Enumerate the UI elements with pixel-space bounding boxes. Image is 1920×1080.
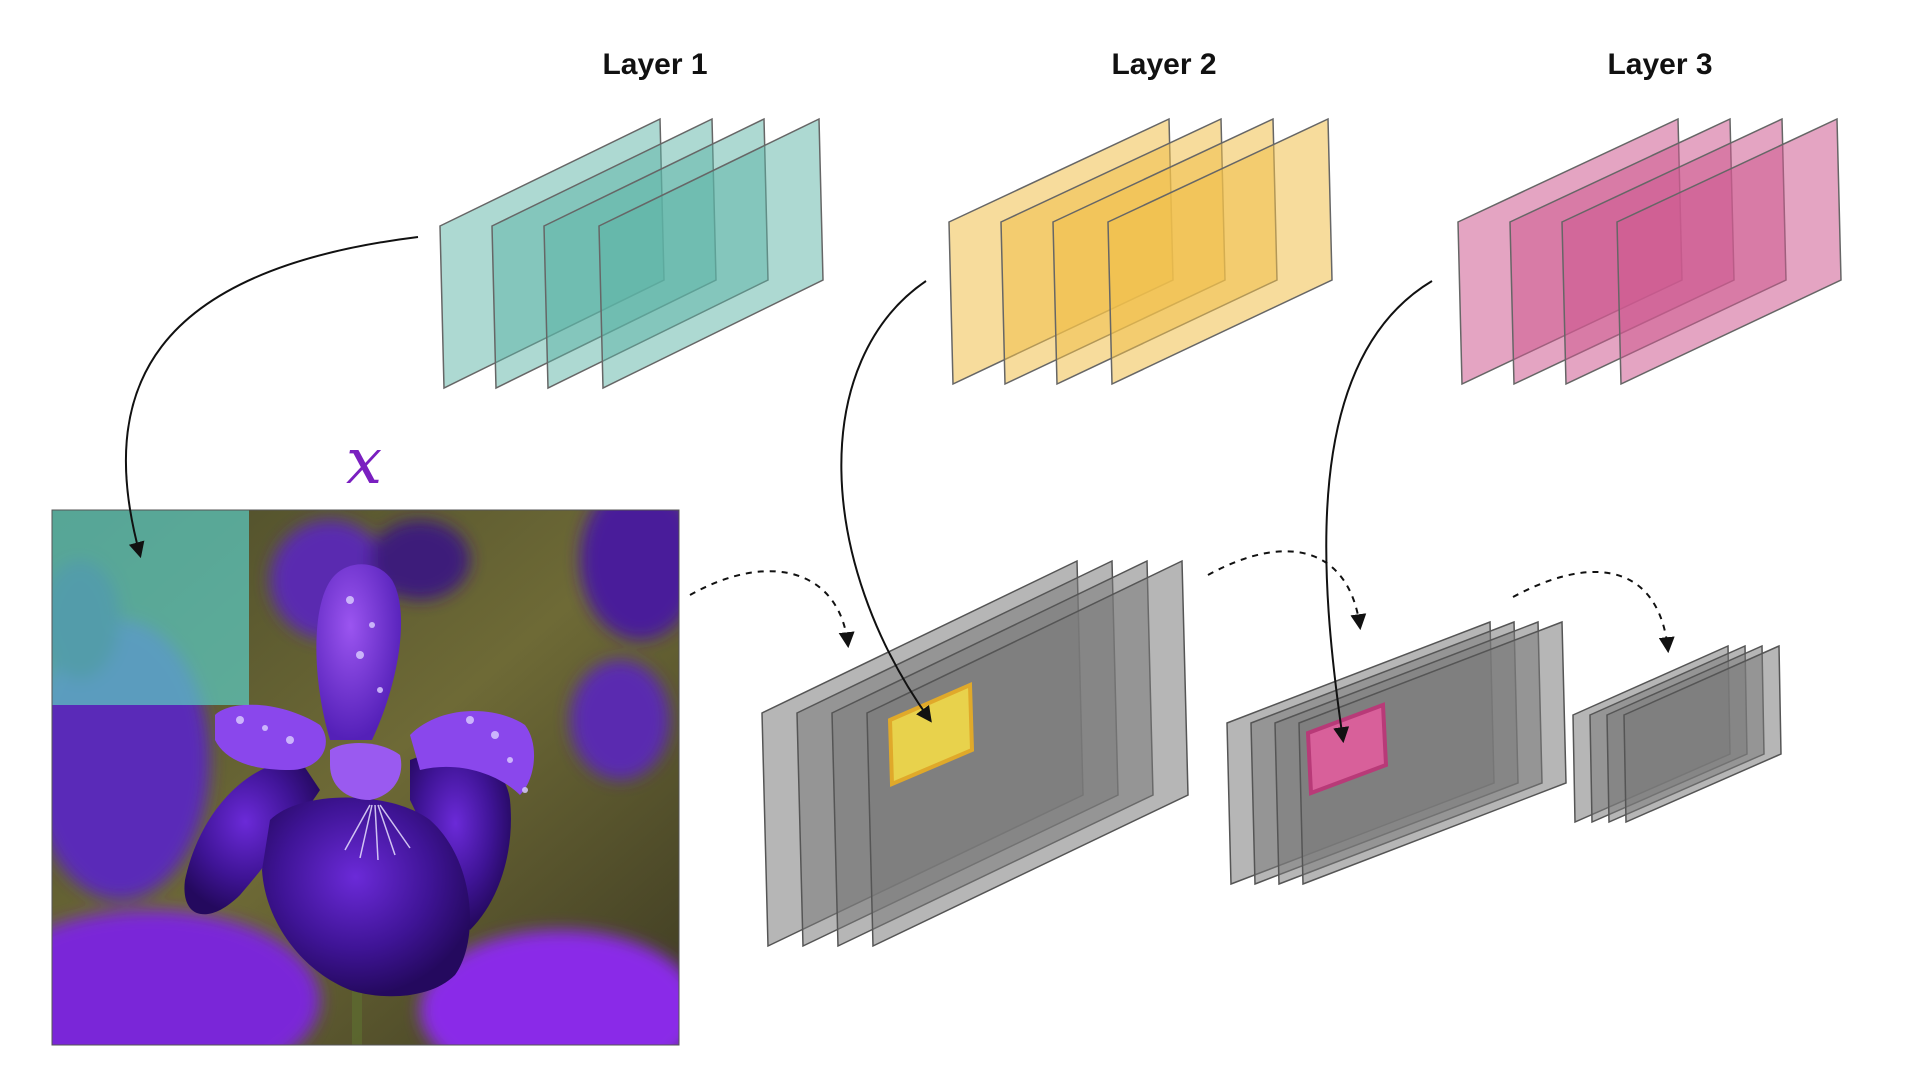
layer-2-filter: [1107, 117, 1333, 386]
input-image-frame: [51, 509, 680, 1046]
layer-3-filter: [1616, 117, 1842, 386]
layer-2-filter-arrow: [840, 280, 932, 723]
input-image: [52, 510, 679, 1045]
layer-2-feature-map: [1298, 620, 1567, 886]
layer-3-filter-arrow: [1325, 280, 1433, 744]
layer-1-to-layer-2-arrow: [1207, 550, 1367, 631]
layer-3-receptive-patch: [1305, 702, 1389, 796]
layer-2-filter-stack: [948, 117, 1333, 386]
layer-2-receptive-patch: [887, 681, 975, 787]
layer-1-receptive-patch: [52, 510, 249, 705]
layer-2-title: Layer 2: [1111, 48, 1216, 81]
layer-1-feature-map-stack: [761, 559, 1189, 948]
layer-1-filter-stack: [439, 117, 824, 390]
layer-3-feature-map-stack: [1572, 644, 1782, 824]
layer-3-title: Layer 3: [1607, 48, 1712, 81]
layer-2-feature-map-stack: [1226, 620, 1567, 886]
layer-1-filter: [598, 117, 824, 390]
layer-3-feature-map: [1623, 644, 1782, 824]
layer-3-filter-stack: [1457, 117, 1842, 386]
layer-1-feature-map: [866, 559, 1189, 948]
layer-1-title: Layer 1: [602, 48, 707, 81]
layer-1-filter-arrow: [124, 236, 419, 559]
layer-2-to-layer-3-arrow: [1512, 571, 1675, 654]
input-to-layer-1-arrow: [689, 570, 855, 649]
input-symbol: x: [346, 425, 382, 499]
